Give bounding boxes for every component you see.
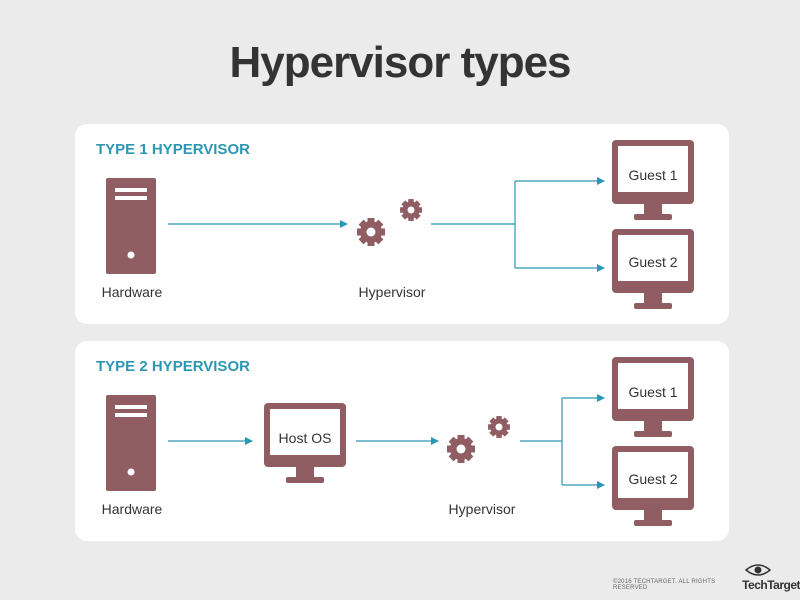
hypervisor-to-guests-connector	[520, 394, 605, 489]
type2-guest2-label: Guest 2	[628, 471, 678, 487]
type1-guest1-label: Guest 1	[628, 167, 678, 183]
hypervisor-to-guests-connector	[431, 177, 605, 272]
host-os-label: Host OS	[278, 430, 332, 446]
copyright-text: ©2016 TECHTARGET. ALL RIGHTS RESERVED	[613, 579, 716, 591]
type2-diagram	[106, 357, 694, 526]
gears-icon	[447, 416, 510, 463]
type1-hypervisor-label: Hypervisor	[358, 284, 426, 300]
type2-hardware-label: Hardware	[101, 501, 163, 517]
type2-guest1-label: Guest 1	[628, 384, 678, 400]
type1-panel: TYPE 1 HYPERVISOR Hardware Hypervisor Gu…	[75, 124, 729, 324]
eye-logo-icon	[744, 564, 772, 576]
type2-heading: TYPE 2 HYPERVISOR	[96, 358, 250, 375]
server-tower-icon	[106, 395, 156, 491]
type1-hardware-label: Hardware	[101, 284, 163, 300]
type2-hypervisor-label: Hypervisor	[448, 501, 516, 517]
server-tower-icon	[106, 178, 156, 274]
footer: ©2016 TECHTARGET. ALL RIGHTS RESERVED Te…	[613, 578, 800, 592]
page-title: Hypervisor types	[229, 38, 571, 87]
gears-icon	[357, 199, 422, 246]
brand-name: TechTarget	[742, 578, 800, 592]
type1-guest2-label: Guest 2	[628, 254, 678, 270]
type2-panel: TYPE 2 HYPERVISOR Host OS Hardware Hyper…	[75, 341, 729, 541]
type1-diagram	[106, 140, 694, 309]
type1-heading: TYPE 1 HYPERVISOR	[96, 141, 250, 158]
